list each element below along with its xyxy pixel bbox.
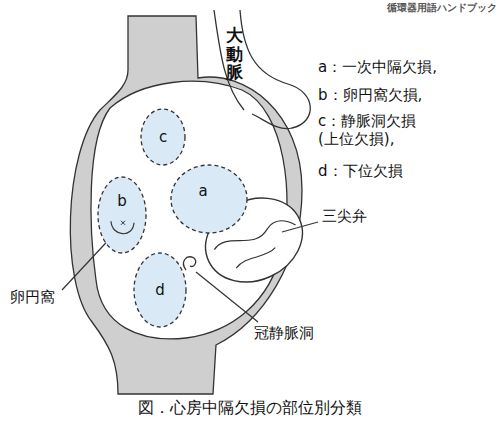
region-letter: b: [117, 192, 127, 210]
key-text: a：一次中隔欠損,: [318, 58, 437, 76]
defect-region: d: [133, 252, 187, 328]
coronary-sinus: [184, 257, 196, 270]
aorta-line: [214, 10, 244, 110]
part-label: 卵円窩: [10, 288, 55, 306]
region-letter: d: [155, 281, 165, 299]
key-text: c：静脈洞欠損 (上位欠損),: [318, 112, 430, 148]
defect-region: b: [97, 176, 147, 254]
part-label: 冠静脈洞: [254, 324, 314, 342]
aorta-line: [240, 10, 310, 129]
dashed-ellipse: [170, 164, 248, 234]
key-text: d：下位欠損: [318, 162, 403, 180]
region-letter: a: [198, 182, 207, 200]
key-text: b：卵円窩欠損,: [318, 86, 422, 104]
region-letter: c: [159, 128, 167, 146]
defect-region: a: [170, 164, 248, 234]
watermark: 循環器用語ハンドブック: [387, 2, 497, 14]
leader-line: [282, 222, 318, 232]
defect-region: c: [140, 108, 186, 166]
figure-caption: 図．心房中隔欠損の部位別分類: [0, 398, 500, 419]
part-label: 大動脈: [226, 26, 243, 82]
part-label: 三尖弁: [322, 207, 367, 225]
leader-line: [196, 272, 258, 322]
dashed-ellipse: [97, 176, 147, 254]
